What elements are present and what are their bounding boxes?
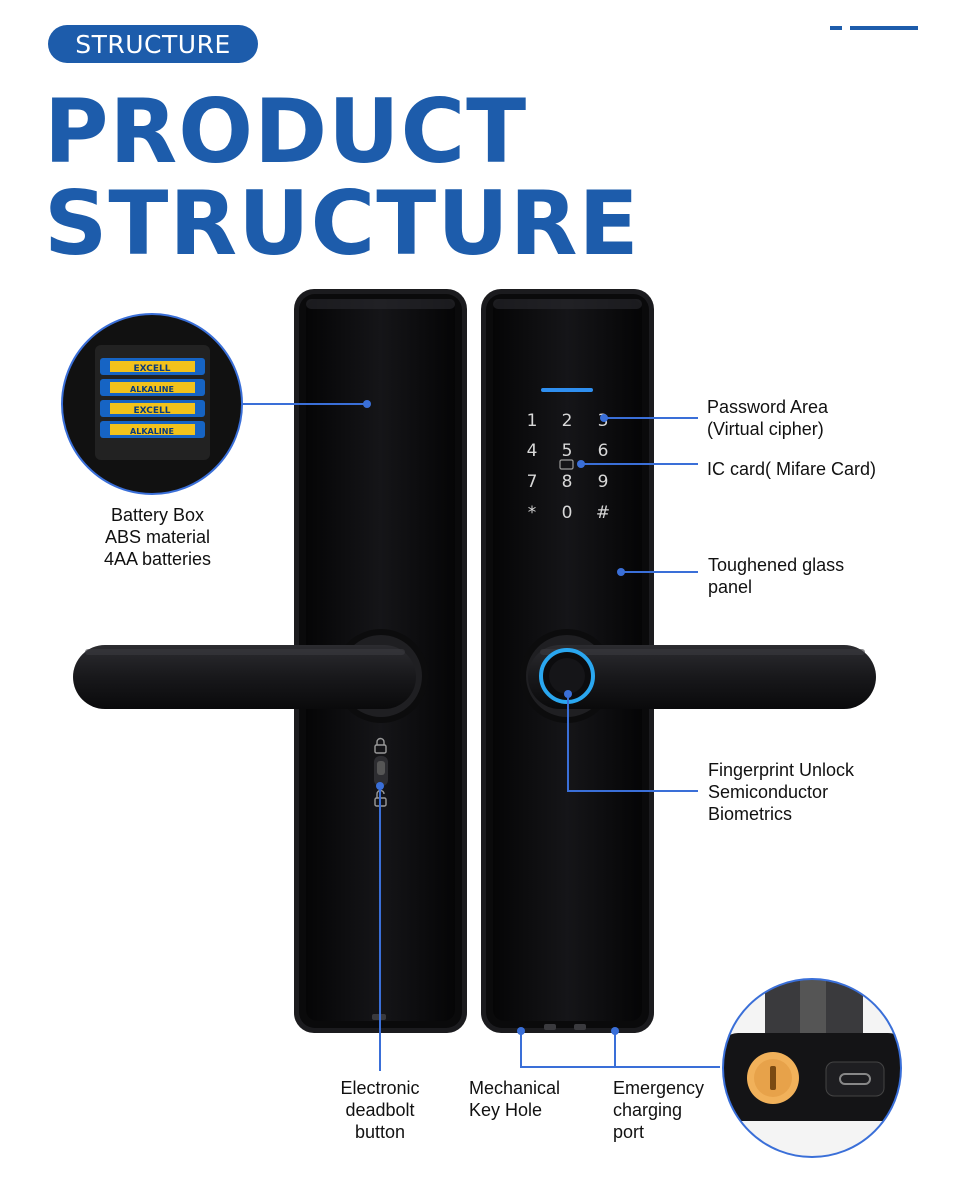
key-hash[interactable]: # [596,503,610,523]
callout-line: Key Hole [469,1100,543,1120]
key-5[interactable]: 5 [562,441,573,461]
key-1[interactable]: 1 [527,411,538,431]
svg-text:EXCELL: EXCELL [134,406,171,416]
callout-password-area: Password Area (Virtual cipher) [707,396,828,440]
callout-line: ABS material [104,527,211,547]
battery-3: EXCELL [100,400,205,417]
callout-ic-card: IC card( Mifare Card) [707,459,877,479]
callout-line: Battery Box [110,505,205,525]
key-8[interactable]: 8 [562,472,573,492]
callout-line: charging [613,1100,683,1120]
callout-line: panel [708,577,753,597]
callout-line: Electronic [340,1078,420,1098]
key-2[interactable]: 2 [562,411,573,431]
svg-text:ALKALINE: ALKALINE [130,427,174,436]
callout-line: port [613,1122,645,1142]
fingerprint-sensor[interactable] [539,648,595,704]
callout-line: button [354,1122,406,1142]
battery-2: ALKALINE [100,379,205,396]
leader-dots [363,400,625,1035]
usb-c-port [839,1073,871,1085]
callout-line: Toughened glass [708,555,845,575]
callout-key-hole: Mechanical Key Hole [469,1077,560,1121]
back-handle [73,629,428,723]
callout-line: Fingerprint Unlock [708,760,855,780]
callout-line: (Virtual cipher) [707,419,824,439]
structure-badge: STRUCTURE [48,25,258,63]
page-title: PRODUCT STRUCTURE [44,86,640,270]
title-line-2: STRUCTURE [44,172,640,275]
decor-dash-short [830,26,842,30]
key-0[interactable]: 0 [562,503,573,523]
deadbolt-switch[interactable] [374,756,388,786]
callout-line: 4AA batteries [103,549,212,569]
battery-1: EXCELL [100,358,205,375]
callout-charging-port: Emergency charging port [613,1077,704,1143]
lock-icon [374,737,387,754]
front-handle [520,629,876,723]
callout-line: deadbolt [345,1100,415,1120]
key-star[interactable]: * [528,503,537,523]
svg-text:ALKALINE: ALKALINE [130,385,174,394]
key-6[interactable]: 6 [598,441,609,461]
callout-line: Emergency [613,1078,705,1098]
charging-port-inset [722,978,902,1158]
key-7[interactable]: 7 [527,472,538,492]
callout-deadbolt: Electronic deadbolt button [320,1077,440,1143]
card-reader-icon [559,459,574,470]
callout-line: Password Area [707,397,829,417]
callout-battery-box: Battery Box ABS material 4AA batteries [60,504,255,570]
callout-fingerprint: Fingerprint Unlock Semiconductor Biometr… [708,759,854,825]
svg-text:EXCELL: EXCELL [134,364,171,374]
title-line-1: PRODUCT [44,80,528,183]
decor-dash-long [850,26,918,30]
leader-fingerprint [567,694,698,792]
battery-box-inset: EXCELL ALKALINE EXCELL ALKALINE [61,313,243,495]
callout-line: Semiconductor [708,782,829,802]
key-4[interactable]: 4 [527,441,538,461]
callout-line: Mechanical [469,1078,561,1098]
leader-keyhole [520,1031,720,1068]
leader-lines [242,403,720,1071]
key-9[interactable]: 9 [598,472,609,492]
status-light [541,388,593,392]
battery-4: ALKALINE [100,421,205,438]
callout-toughened-glass: Toughened glass panel [708,554,844,598]
callout-line: Biometrics [708,804,793,824]
